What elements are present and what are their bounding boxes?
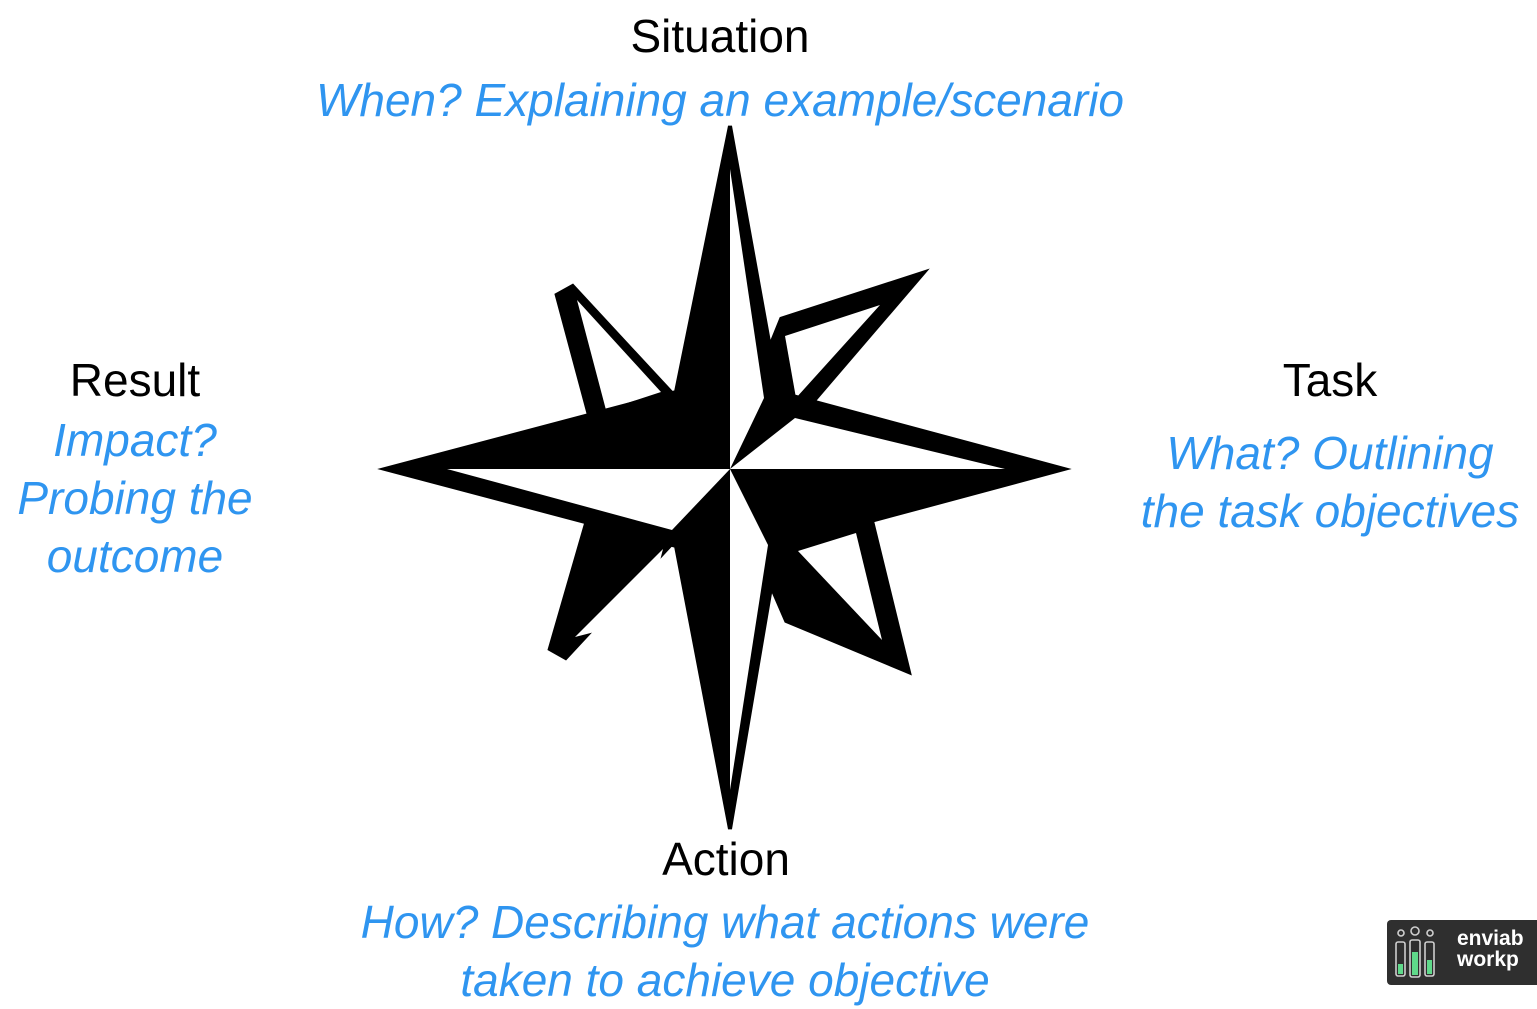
situation-description: When? Explaining an example/scenario [315, 74, 1125, 126]
task-title: Task [1282, 354, 1378, 406]
result-title: Result [69, 354, 201, 406]
result-description: Impact? Probing the outcome [17, 414, 253, 582]
brand-logo: enviab workp [1387, 920, 1537, 985]
compass-cardinal-points [377, 125, 1072, 830]
action-title: Action [662, 833, 790, 885]
action-description: How? Describing what actions were taken … [360, 896, 1090, 1006]
situation-title: Situation [630, 10, 810, 62]
logo-text: enviab workp [1457, 927, 1524, 971]
task-description: What? Outlining the task objectives [1140, 427, 1520, 537]
test-tubes-icon [1395, 926, 1435, 978]
